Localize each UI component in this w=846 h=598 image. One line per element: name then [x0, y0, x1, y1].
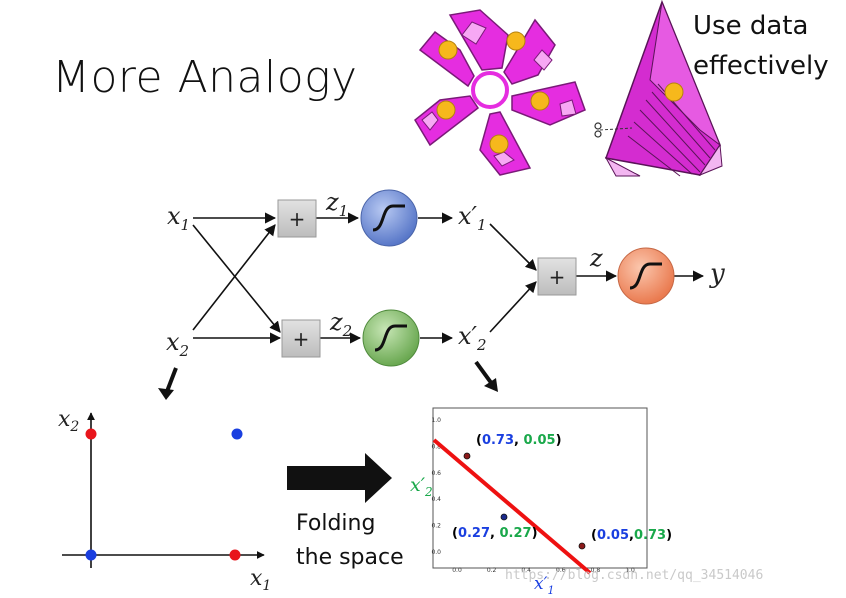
x-tick-label: 0.4: [521, 567, 531, 574]
flower-dot: [506, 31, 526, 51]
transform-arrow-icon: [287, 453, 392, 503]
origami-flower-image: [414, 9, 586, 176]
data-point-blue: [231, 428, 243, 440]
x-tick-label: 0.2: [487, 567, 497, 574]
x-tick-label: 1.0: [625, 567, 635, 574]
x-tick-label: 0.8: [591, 567, 601, 574]
point-label-1: (0.73, 0.05): [476, 433, 562, 448]
y-tick-label: 0.6: [431, 470, 441, 477]
y-tick-label: 0.0: [431, 549, 441, 556]
sigmoid-icon: [629, 262, 662, 290]
flower-dot: [489, 134, 509, 154]
folded-point: [578, 542, 586, 550]
hidden-x1-prime-label: x′1: [458, 202, 487, 234]
neural-network-diagram: + + + x1 x2 z1 z2 x′1 x′2 z y: [166, 188, 725, 367]
y-tick-label: 0.8: [431, 443, 441, 450]
input-x1-label: x1: [167, 202, 190, 234]
caption-line-1: Use data: [693, 11, 809, 41]
caption-line-2: effectively: [693, 51, 829, 81]
sigmoid-icon: [374, 324, 407, 352]
down-arrows: [158, 360, 498, 400]
sum-node-out: [537, 257, 577, 296]
data-point-blue: [85, 549, 97, 561]
neuron-out: [617, 247, 675, 305]
z2-label: z2: [329, 308, 352, 340]
folded-space-plot: 0.0 0.2 0.4 0.6 0.8 1.0 0.0 0.2 0.4 0.6 0.8 1.0 (0.…: [410, 407, 672, 597]
decision-boundary-line: [432, 438, 592, 575]
right-plot-xlabel: x′1: [534, 574, 554, 597]
hidden-x2-prime-label: x′2: [458, 322, 487, 354]
sum-node-2-symbol: +: [293, 327, 310, 351]
output-y-label: y: [709, 259, 725, 289]
folding-line-2: the space: [296, 545, 404, 570]
sum-node-1: [277, 199, 317, 238]
z1-label: z1: [325, 188, 348, 220]
y-tick-label: 0.4: [431, 496, 441, 503]
cone-dot: [664, 82, 684, 102]
left-plot-ylabel: x2: [58, 407, 79, 435]
scissors-icon: [594, 122, 602, 130]
data-point-red: [229, 549, 241, 561]
neuron-2: [362, 309, 420, 367]
plot-frame: [432, 407, 648, 569]
sum-node-2: [281, 319, 321, 358]
x-tick-label: 0.0: [452, 567, 462, 574]
flower-dot: [530, 91, 550, 111]
origami-cone-image: [594, 0, 723, 177]
original-space-plot: x2 x1: [58, 407, 271, 594]
folding-line-1: Folding: [296, 511, 376, 536]
flower-center: [471, 71, 509, 109]
left-plot-xlabel: x1: [250, 566, 271, 594]
sum-node-out-symbol: +: [549, 265, 566, 289]
y-tick-label: 0.2: [431, 523, 441, 530]
origami-caption: Use data effectively: [693, 6, 829, 86]
point-label-2: (0.27, 0.27): [452, 526, 538, 541]
folded-point: [463, 452, 471, 460]
y-tick-label: 1.0: [431, 417, 441, 424]
point-label-3: (0.05,0.73): [591, 528, 672, 543]
folded-point: [500, 513, 508, 521]
z-label: z: [589, 244, 603, 272]
slide-title: More Analogy: [52, 52, 358, 103]
flower-dot: [438, 40, 458, 60]
flower-dot: [436, 100, 456, 120]
right-plot-ylabel: x′2: [410, 474, 433, 499]
watermark-text: https://blog.csdn.net/qq_34514046: [505, 568, 764, 583]
input-x2-label: x2: [166, 328, 189, 360]
sigmoid-icon: [372, 204, 405, 232]
folding-caption: Folding the space: [296, 507, 404, 575]
sum-node-1-symbol: +: [289, 207, 306, 231]
data-point-red: [85, 428, 97, 440]
x-tick-label: 0.6: [556, 567, 566, 574]
neuron-1: [360, 189, 418, 247]
